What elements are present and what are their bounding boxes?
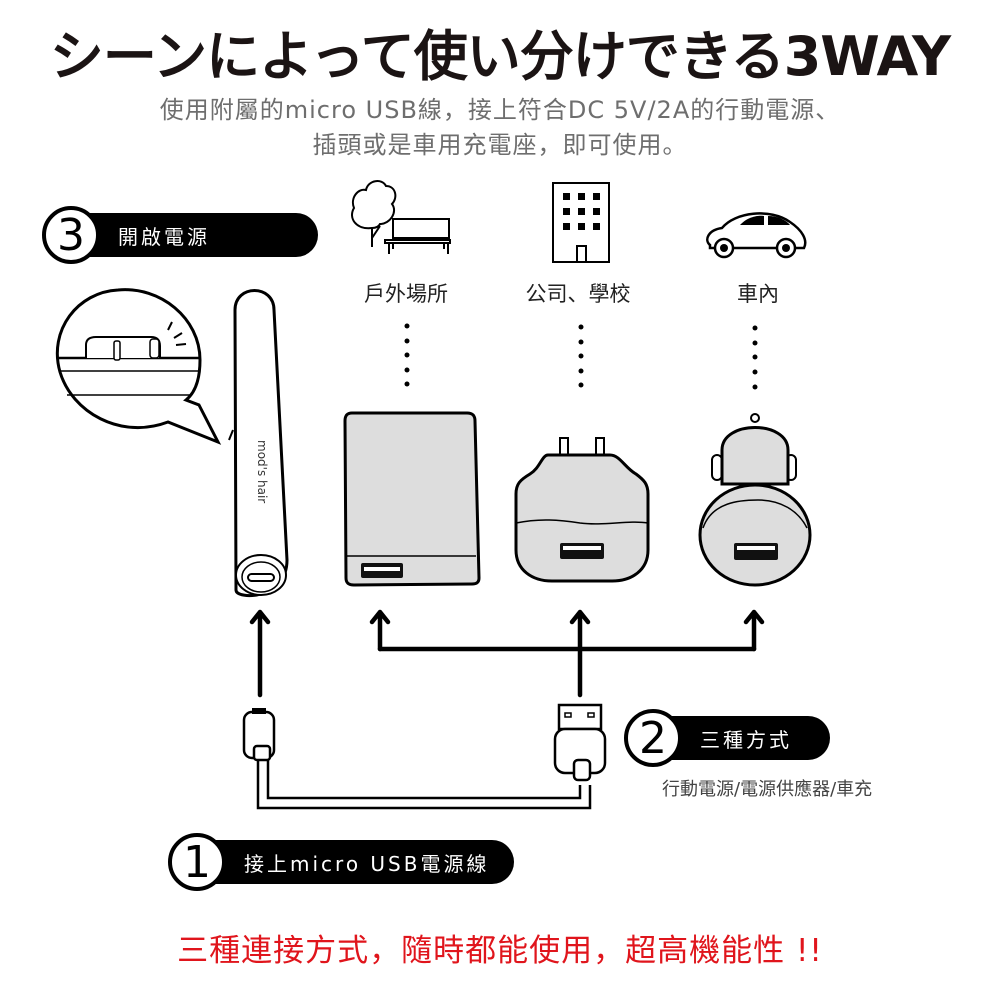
- dot: [578, 368, 584, 374]
- step-2-badge: 2 三種方式: [624, 709, 830, 767]
- location-label-office: 公司、學校: [525, 282, 631, 306]
- dot: [404, 352, 410, 358]
- dot: [752, 384, 758, 390]
- step-1-label: 接上micro USB電源線: [214, 840, 514, 884]
- arrow-to-wall-adapter: [569, 609, 591, 698]
- subtitle-line-2: 插頭或是車用充電座，即可使用。: [312, 131, 688, 159]
- dot: [578, 382, 584, 388]
- usb-port: [560, 543, 604, 559]
- dotted-connectors: [404, 323, 758, 390]
- micro-usb-port: [247, 573, 275, 582]
- step-3-label: 開啟電源: [88, 213, 318, 257]
- dot: [404, 381, 410, 387]
- dot: [404, 323, 410, 329]
- usb-port: [734, 543, 778, 560]
- page-title: シーンによって使い分けできる3WAY: [49, 25, 951, 88]
- arrow-to-device: [249, 609, 271, 698]
- step-3-badge: 3 開啟電源: [42, 206, 318, 264]
- step-2-label: 三種方式: [670, 716, 830, 760]
- power-switch-closeup: [55, 288, 222, 445]
- location-label-car: 車內: [737, 282, 779, 306]
- usb-cable: [242, 703, 607, 810]
- footer-tagline: 三種連接方式，隨時都能使用，超高機能性 !!: [177, 933, 823, 969]
- subtitle-line-1: 使用附屬的micro USB線，接上符合DC 5V/2A的行動電源、: [159, 96, 841, 124]
- hair-device: mod's hair: [228, 289, 289, 597]
- step-1-badge: 1 接上micro USB電源線: [168, 833, 514, 891]
- wall-adapter-device: [514, 437, 650, 583]
- dot: [578, 324, 584, 330]
- tree-bench-icon: [351, 180, 451, 254]
- dot: [578, 339, 584, 345]
- power-switch: [85, 336, 161, 358]
- step-1-number: 1: [168, 833, 226, 891]
- step-2-number: 2: [624, 709, 682, 767]
- arrow-to-power-bank: [369, 609, 391, 652]
- dot: [752, 369, 758, 375]
- brand-logo: mod's hair: [255, 440, 269, 503]
- dot: [578, 353, 584, 359]
- arrow-to-car-charger: [743, 609, 765, 652]
- connection-arrows: [249, 609, 765, 698]
- building-icon: [552, 182, 610, 263]
- dot: [752, 340, 758, 346]
- dot: [752, 354, 758, 360]
- step-3-number: 3: [42, 206, 100, 264]
- car-icon: [706, 212, 807, 259]
- dot: [404, 338, 410, 344]
- dot: [404, 367, 410, 373]
- step-2-hint: 行動電源/電源供應器/車充: [662, 779, 873, 800]
- dot: [752, 325, 758, 331]
- location-label-outdoor: 戶外場所: [364, 282, 448, 306]
- car-charger-device: [698, 413, 812, 587]
- power-bank-device: [343, 411, 481, 587]
